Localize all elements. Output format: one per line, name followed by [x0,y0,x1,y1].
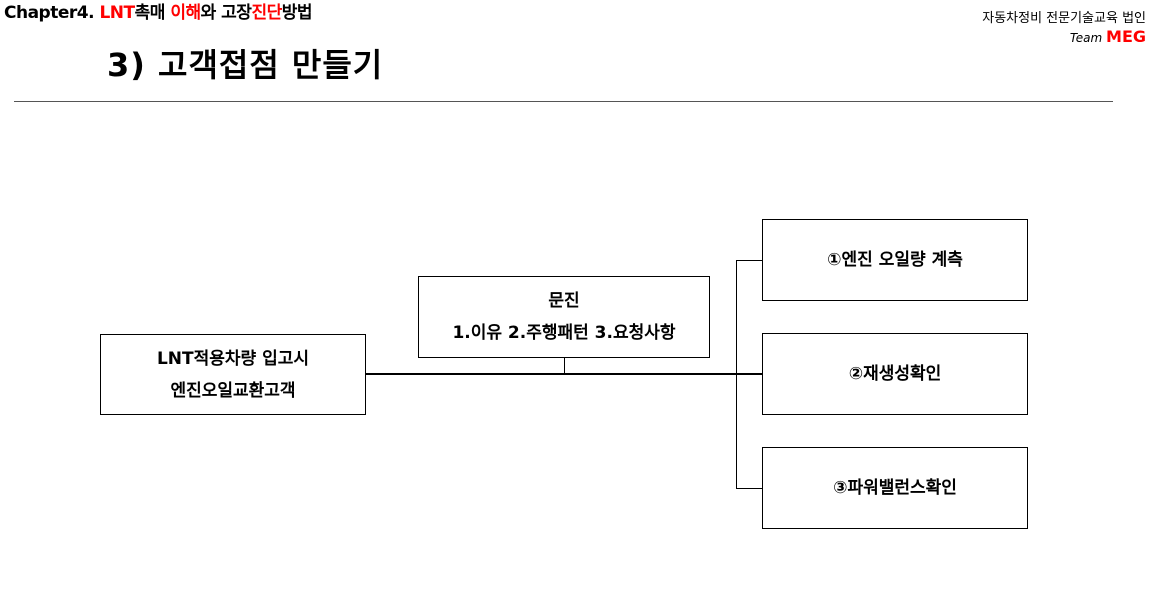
chapter-text-catalyst: 촉매 [134,3,171,23]
chapter-highlight-lnt: LNT [99,3,135,23]
organization-block: 자동차정비 전문기술교육 법인 Team MEG [982,10,1146,47]
team-word: Team [1069,31,1107,45]
check-label-oil-level: ①엔진 오일량 계측 [827,250,963,270]
team-label: Team MEG [982,28,1146,47]
check-box-regeneration: ②재생성확인 [762,333,1028,415]
chapter-text-fault: 와 고장 [200,3,252,23]
interview-title: 문진 [548,291,580,311]
chapter-prefix: Chapter4. [4,3,100,23]
header-divider [14,101,1113,102]
team-name: MEG [1106,27,1146,46]
source-line-2: 엔진오일교환고객 [170,380,296,401]
page-title: 3) 고객접점 만들기 [107,46,384,84]
interview-items: 1.이유 2.주행패턴 3.요청사항 [452,323,676,343]
chapter-text-method: 방법 [281,3,313,23]
chapter-heading: Chapter4. LNT촉매 이해와 고장진단방법 [4,2,313,24]
connector-branch-top [736,260,762,261]
source-line-1: LNT적용차량 입고시 [156,348,310,369]
chapter-highlight-diagnosis: 진단 [251,3,282,23]
connector-interview-stem [564,357,565,374]
connector-main-horizontal [365,373,762,375]
connector-branch-vertical [736,260,737,489]
check-box-power-balance: ③파워밸런스확인 [762,447,1028,529]
source-box: LNT적용차량 입고시 엔진오일교환고객 [100,334,366,415]
connector-branch-bottom [736,488,762,489]
check-box-oil-level: ①엔진 오일량 계측 [762,219,1028,301]
organization-name: 자동차정비 전문기술교육 법인 [982,11,1146,26]
check-label-power-balance: ③파워밸런스확인 [833,478,957,498]
interview-box: 문진 1.이유 2.주행패턴 3.요청사항 [418,276,710,358]
chapter-highlight-understanding: 이해 [170,3,201,23]
check-label-regeneration: ②재생성확인 [848,364,942,384]
